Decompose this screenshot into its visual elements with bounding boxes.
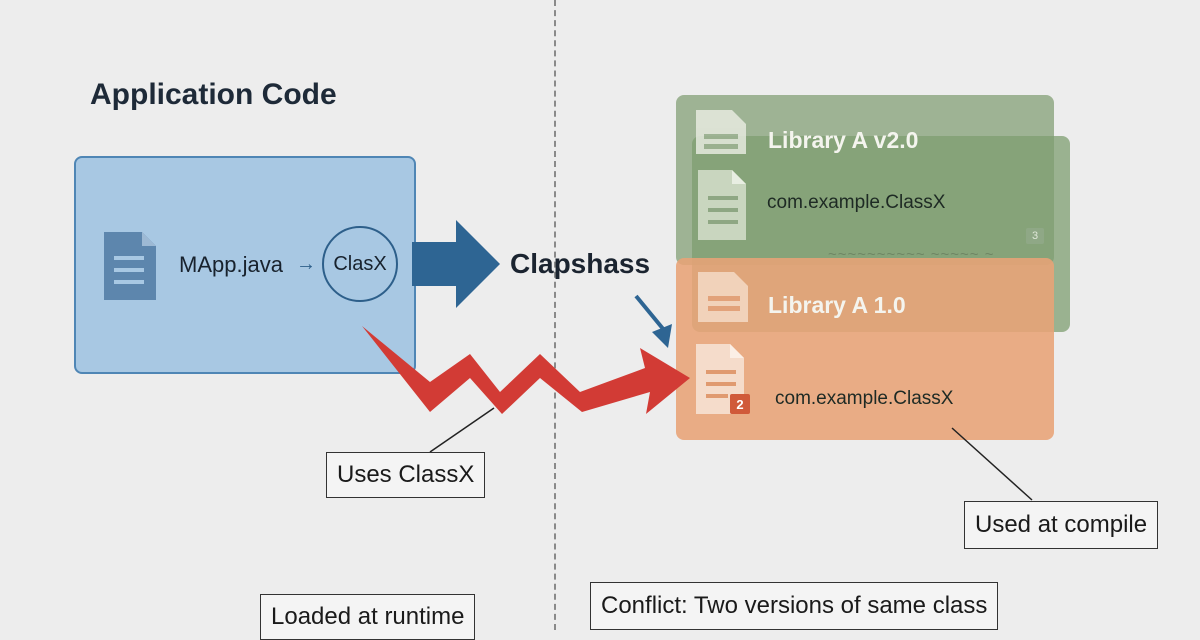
library-v2-document-icon xyxy=(696,110,746,154)
library-v1-title: Library A 1.0 xyxy=(768,292,906,318)
blue-arrow-icon xyxy=(412,220,500,308)
library-v2-class-label: com.example.ClassX xyxy=(767,192,946,213)
uses-classx-text: Uses ClassX xyxy=(337,461,475,488)
conflict-text: Conflict: Two versions of same class xyxy=(601,592,988,619)
arrow-right-icon: → xyxy=(296,253,316,275)
classpath-hub-label: Clapshass xyxy=(510,248,651,279)
library-v1-badge: 2 xyxy=(730,394,750,414)
class-circle: ClasX xyxy=(322,226,398,302)
used-at-compile-text: Used at compile xyxy=(975,511,1148,538)
library-v2-faded-text: ~~~~~~~~~~ ~~~~~ ~ xyxy=(828,246,995,263)
zigzag-arrow-icon xyxy=(362,326,690,414)
loaded-at-runtime-text: Loaded at runtime xyxy=(271,603,465,630)
used-at-compile-callout: Used at compile xyxy=(964,501,1159,549)
library-v2-badge: 3 xyxy=(1026,228,1044,244)
library-v2-title: Library A v2.0 xyxy=(768,127,919,153)
library-v2-class-document-icon xyxy=(698,170,746,240)
small-blue-arrow-icon xyxy=(634,294,672,348)
app-document-icon xyxy=(104,232,156,300)
section-divider xyxy=(554,0,556,630)
library-v1-class-label: com.example.ClassX xyxy=(775,388,954,409)
uses-connector-line xyxy=(429,407,495,453)
compile-connector-line xyxy=(951,427,1033,501)
library-v1-document-icon xyxy=(698,272,748,322)
app-file-label: MApp.java xyxy=(179,252,283,277)
loaded-at-runtime-callout: Loaded at runtime xyxy=(260,594,476,640)
uses-classx-callout: Uses ClassX xyxy=(326,452,486,498)
application-code-title: Application Code xyxy=(90,78,337,111)
class-circle-label: ClasX xyxy=(333,252,387,275)
conflict-callout: Conflict: Two versions of same class xyxy=(590,582,999,630)
